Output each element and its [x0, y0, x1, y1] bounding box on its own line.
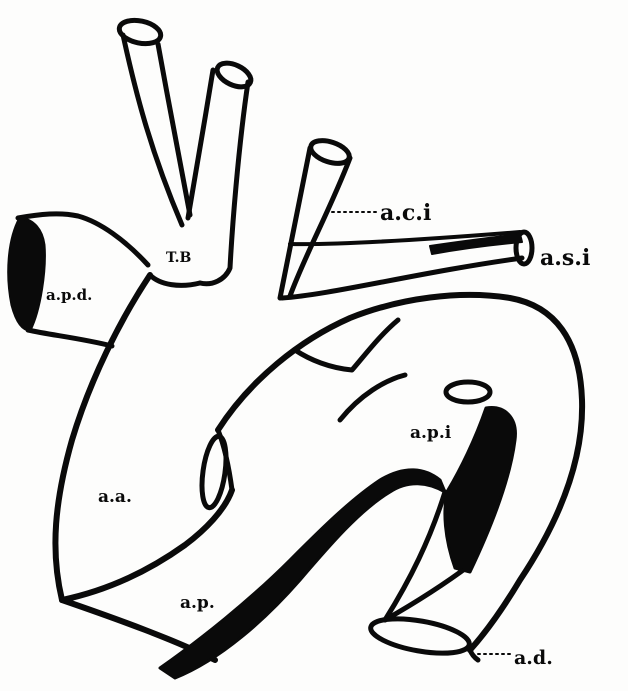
- label-asi: a.s.i: [540, 245, 590, 271]
- label-tb: T.B: [166, 250, 191, 266]
- label-apd: a.p.d.: [46, 286, 92, 304]
- pulmonary-artery-right-apd: [9, 214, 148, 346]
- brachiocephalic-trunk: [117, 17, 254, 286]
- subclavian-artery-asi: [282, 232, 532, 298]
- label-aa: a.a.: [98, 487, 132, 507]
- label-ad: a.d.: [514, 647, 553, 669]
- carotid-artery-aci: [280, 136, 352, 298]
- ascending-aorta-aa: [55, 275, 232, 600]
- label-api: a.p.i: [410, 423, 452, 443]
- ductus-arteriosus-ad: [368, 565, 478, 660]
- pulmonary-artery-left-api: [445, 382, 516, 572]
- label-aci: a.c.i: [380, 200, 431, 226]
- label-ap: a.p.: [180, 593, 215, 613]
